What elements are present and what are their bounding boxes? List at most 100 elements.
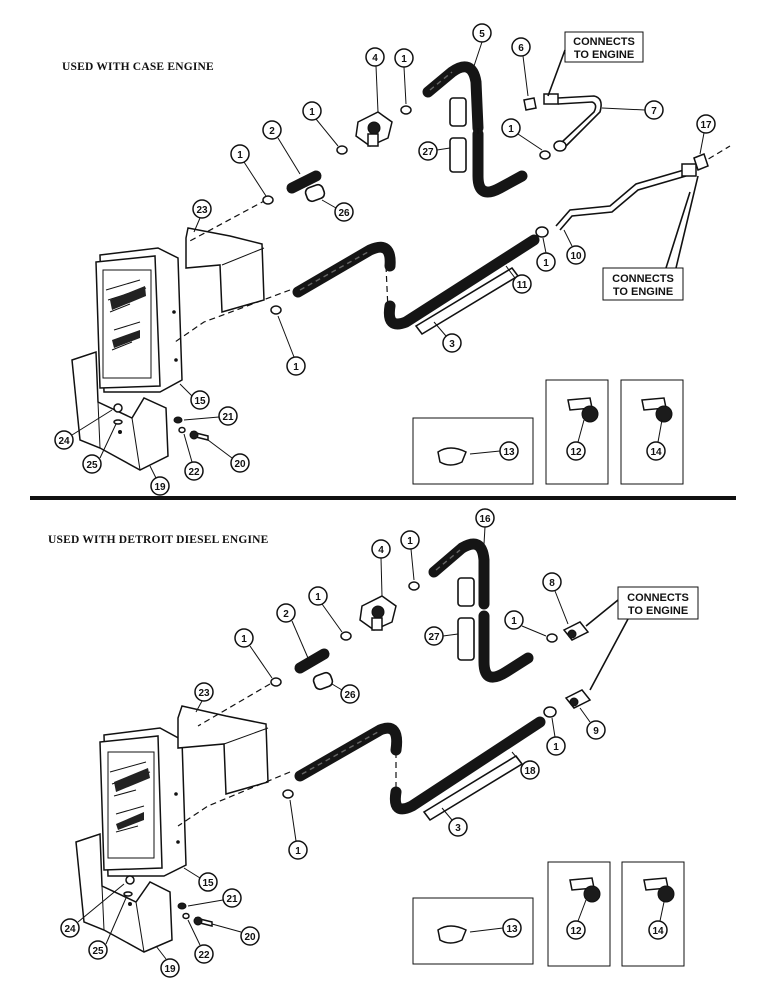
callout: 3 xyxy=(441,807,468,837)
svg-text:1: 1 xyxy=(407,536,413,547)
callout: 4 xyxy=(365,47,385,113)
svg-text:16: 16 xyxy=(479,514,491,525)
inset-clip xyxy=(412,417,534,485)
svg-text:26: 26 xyxy=(338,208,350,219)
svg-text:23: 23 xyxy=(198,688,210,699)
svg-text:26: 26 xyxy=(344,690,356,701)
callout: 14 xyxy=(648,901,668,940)
svg-text:1: 1 xyxy=(511,616,517,627)
callout: 1 xyxy=(536,237,556,272)
svg-text:1: 1 xyxy=(237,150,243,161)
callout: 1 xyxy=(230,144,267,197)
svg-text:1: 1 xyxy=(543,258,549,269)
callout: 9 xyxy=(579,707,606,740)
svg-text:22: 22 xyxy=(188,467,200,478)
callouts-case: 1 1 1 1 1 1 1 1 2 3 4 5 6 7 10 11 12 13 … xyxy=(54,23,716,496)
bracket xyxy=(185,227,265,313)
svg-text:22: 22 xyxy=(198,950,210,961)
callouts-detroit: 1 1 1 1 1 1 1 2 3 4 8 9 12 13 14 15 16 1… xyxy=(60,508,668,978)
svg-text:1: 1 xyxy=(309,107,315,118)
svg-text:1: 1 xyxy=(241,634,247,645)
callout: 1 xyxy=(501,118,543,151)
svg-text:18: 18 xyxy=(524,766,536,777)
svg-text:13: 13 xyxy=(503,447,515,458)
callout: 1 xyxy=(288,799,308,860)
inset-clamp xyxy=(547,861,611,967)
svg-text:12: 12 xyxy=(570,447,582,458)
svg-text:24: 24 xyxy=(64,924,76,935)
bracket xyxy=(177,705,269,795)
fitting xyxy=(523,97,537,111)
svg-text:24: 24 xyxy=(58,436,70,447)
fitting xyxy=(562,621,590,641)
svg-text:12: 12 xyxy=(570,926,582,937)
svg-text:25: 25 xyxy=(86,460,98,471)
svg-text:13: 13 xyxy=(506,924,518,935)
svg-text:9: 9 xyxy=(593,726,599,737)
inset-clamp xyxy=(545,379,609,485)
callout: 14 xyxy=(646,419,666,461)
callout: 2 xyxy=(276,603,309,659)
callout: 3 xyxy=(433,321,462,353)
callout: 1 xyxy=(394,48,414,105)
svg-text:14: 14 xyxy=(650,447,662,458)
svg-text:1: 1 xyxy=(293,362,299,373)
inset-clamp xyxy=(620,379,684,485)
svg-text:6: 6 xyxy=(518,43,524,54)
svg-text:15: 15 xyxy=(194,396,206,407)
heater-hose-upper xyxy=(422,61,484,134)
callout: 4 xyxy=(371,539,391,597)
callout: 25 xyxy=(82,423,117,474)
svg-text:20: 20 xyxy=(244,932,256,943)
heater-unit xyxy=(99,727,187,877)
mount-bracket xyxy=(71,350,169,471)
callout: 24 xyxy=(54,409,113,450)
svg-text:8: 8 xyxy=(549,578,555,589)
tube-short xyxy=(449,97,467,127)
svg-text:19: 19 xyxy=(164,964,176,975)
svg-text:7: 7 xyxy=(651,106,657,117)
callout: 27 xyxy=(424,626,459,646)
svg-text:19: 19 xyxy=(154,482,166,493)
tube-short xyxy=(457,577,475,607)
callout: 1 xyxy=(277,315,306,376)
callout: 22 xyxy=(187,919,214,964)
callout: 20 xyxy=(211,923,260,946)
svg-text:11: 11 xyxy=(517,280,528,291)
callout: 1 xyxy=(308,586,343,633)
callout: 24 xyxy=(60,883,125,938)
callout: 19 xyxy=(155,945,180,978)
section-detroit-engine: USED WITH DETROIT DIESEL ENGINE xyxy=(48,534,699,967)
inset-clip xyxy=(412,897,534,965)
section-divider xyxy=(30,496,736,500)
callout: 17 xyxy=(696,114,716,155)
callout: 11 xyxy=(505,265,532,294)
svg-text:21: 21 xyxy=(226,894,238,905)
callout: 27 xyxy=(418,141,451,161)
shutoff-valve xyxy=(355,111,393,147)
svg-text:1: 1 xyxy=(553,742,559,753)
inset-clamp xyxy=(621,861,685,967)
callout: 10 xyxy=(563,229,586,265)
callout: 1 xyxy=(302,101,339,147)
callout: 13 xyxy=(469,441,519,461)
section-title: USED WITH DETROIT DIESEL ENGINE xyxy=(48,534,269,546)
callout: 21 xyxy=(183,406,238,426)
hose-short xyxy=(294,648,330,674)
callout: 23 xyxy=(194,682,214,713)
callout: 2 xyxy=(262,120,301,175)
callout: 20 xyxy=(207,439,250,473)
heater-hose-upper xyxy=(428,538,490,610)
callout: 15 xyxy=(183,867,218,892)
svg-text:27: 27 xyxy=(422,147,434,158)
callout: 16 xyxy=(475,508,495,545)
callout: 1 xyxy=(234,628,273,679)
svg-text:4: 4 xyxy=(372,53,378,64)
svg-text:23: 23 xyxy=(196,205,208,216)
callout: 22 xyxy=(183,433,204,481)
callout: 15 xyxy=(179,383,210,410)
svg-text:14: 14 xyxy=(652,926,664,937)
